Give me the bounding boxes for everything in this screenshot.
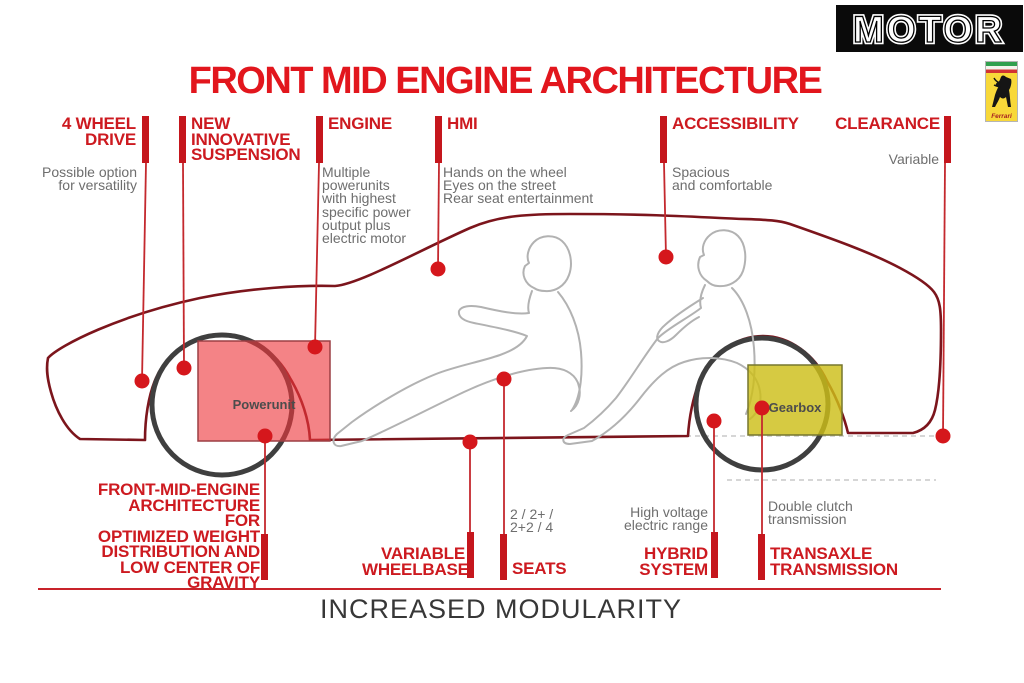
ferrari-stripe-green bbox=[986, 62, 1017, 66]
gearbox-label: Gearbox bbox=[768, 400, 822, 415]
ferrari-stripe-red bbox=[986, 69, 1017, 73]
callout-4-wheel-drive-note: Possible option for versatility bbox=[42, 164, 137, 194]
callout-clearance-label: CLEARANCE bbox=[835, 114, 940, 133]
callout-suspension-bar bbox=[179, 116, 186, 163]
callout-4-wheel-drive-bar bbox=[142, 116, 149, 163]
callout-architecture-bar bbox=[261, 534, 268, 580]
callout-engine-label: ENGINE bbox=[328, 114, 392, 133]
connector-dots bbox=[134, 249, 951, 450]
callout-hybrid-bar bbox=[711, 532, 718, 578]
page-title: FRONT MID ENGINE ARCHITECTURE bbox=[188, 60, 823, 102]
ferrari-logo-text: Ferrari bbox=[991, 113, 1012, 120]
ferrari-logo: Ferrari bbox=[985, 61, 1018, 122]
connector-lines bbox=[141, 162, 946, 534]
callout-wheelbase-label: VARIABLE WHEELBASE bbox=[362, 544, 469, 579]
callout-hmi-note: Hands on the wheel Eyes on the street Re… bbox=[443, 164, 594, 207]
callout-transaxle-label: TRANSAXLE TRANSMISSION bbox=[770, 544, 898, 579]
driver-figure bbox=[332, 235, 583, 448]
gearbox-box bbox=[747, 364, 843, 436]
callout-hybrid-label: HYBRID SYSTEM bbox=[639, 544, 708, 579]
ferrari-horse-icon bbox=[992, 75, 1012, 107]
callout-transaxle-note: Double clutch transmission bbox=[768, 498, 853, 528]
powerunit-label: Powerunit bbox=[232, 397, 296, 412]
callout-wheelbase-bar bbox=[467, 532, 474, 578]
callout-architecture-label: FRONT-MID-ENGINE ARCHITECTURE FOR OPTIMI… bbox=[97, 480, 260, 592]
callout-clearance-bar bbox=[944, 116, 951, 163]
footer-title: INCREASED MODULARITY bbox=[319, 594, 683, 624]
callout-clearance-note: Variable bbox=[888, 151, 939, 167]
callout-transaxle-bar bbox=[758, 534, 765, 580]
callout-hmi-label: HMI bbox=[447, 114, 478, 133]
modularity-separator-line bbox=[38, 588, 941, 590]
callout-seats-label: SEATS bbox=[512, 559, 567, 578]
callout-seats-note: 2 / 2+ / 2+2 / 4 bbox=[510, 506, 554, 536]
callout-engine-bar bbox=[316, 116, 323, 163]
motor-logo-text-inner: MOTOR bbox=[853, 9, 1005, 50]
callout-hmi-bar bbox=[435, 116, 442, 163]
powerunit-box bbox=[197, 340, 331, 442]
motor-logo: MOTOR MOTOR bbox=[836, 5, 1023, 52]
callout-accessibility-label: ACCESSIBILITY bbox=[672, 114, 799, 133]
ferrari-stripe-white bbox=[986, 66, 1017, 70]
callout-suspension-label: NEW INNOVATIVE SUSPENSION bbox=[191, 114, 301, 164]
callout-seats-bar bbox=[500, 534, 507, 580]
callout-engine-note: Multiple powerunits with highest specifi… bbox=[322, 164, 411, 247]
callout-hybrid-note: High voltage electric range bbox=[623, 504, 708, 534]
callout-accessibility-bar bbox=[660, 116, 667, 163]
callout-4-wheel-drive-label: 4 WHEEL DRIVE bbox=[61, 114, 136, 149]
motor-logo-text-outer: MOTOR bbox=[853, 9, 1005, 50]
ferrari-horse-legs bbox=[993, 77, 1002, 88]
callout-accessibility-note: Spacious and comfortable bbox=[672, 164, 773, 194]
